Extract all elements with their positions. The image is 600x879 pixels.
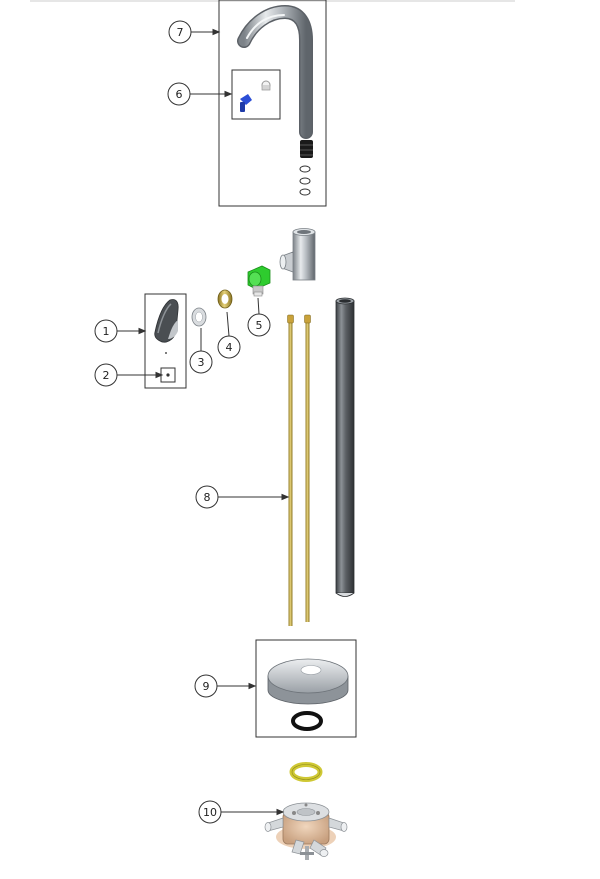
callout-label: 10	[203, 806, 217, 819]
callout-8: 8	[195, 485, 219, 509]
aerator-part	[240, 80, 271, 112]
base-plate-part	[267, 658, 349, 705]
callout-label: 2	[103, 369, 110, 382]
spout-part	[237, 4, 313, 139]
aerator-group-box	[231, 69, 281, 120]
sleeve-part	[191, 307, 207, 327]
base-plate-group-box	[255, 639, 357, 738]
leader-lines	[117, 28, 290, 816]
tee-body-part	[279, 228, 316, 281]
brass-nut-part	[217, 289, 233, 309]
black-gasket-part	[291, 711, 323, 731]
callout-label: 3	[198, 356, 205, 369]
callout-label: 6	[176, 88, 183, 101]
lever-handle-part	[154, 299, 179, 354]
valve-body-part	[264, 802, 348, 860]
callout-2: 2	[94, 363, 118, 387]
callout-label: 7	[177, 26, 184, 39]
handle-group-box	[144, 293, 187, 389]
callout-5: 5	[247, 313, 271, 337]
yellow-washer-part	[289, 762, 323, 782]
callout-label: 9	[203, 680, 210, 693]
callout-7: 7	[168, 20, 192, 44]
callout-label: 1	[103, 325, 110, 338]
spout-o-rings	[299, 165, 311, 196]
callout-4: 4	[217, 335, 241, 359]
callout-9: 9	[194, 674, 218, 698]
callout-label: 4	[226, 341, 233, 354]
callout-1: 1	[94, 319, 118, 343]
callout-label: 8	[204, 491, 211, 504]
callout-10: 10	[198, 800, 222, 824]
spout-connector-part	[300, 140, 313, 158]
brass-rod-right-part	[304, 314, 311, 622]
spout-group-box	[218, 0, 327, 207]
column-pipe-part	[335, 297, 355, 597]
callout-label: 5	[256, 319, 263, 332]
callout-3: 3	[189, 350, 213, 374]
brass-rod-left-part	[287, 314, 294, 626]
callout-6: 6	[167, 82, 191, 106]
cartridge-part	[247, 265, 271, 297]
